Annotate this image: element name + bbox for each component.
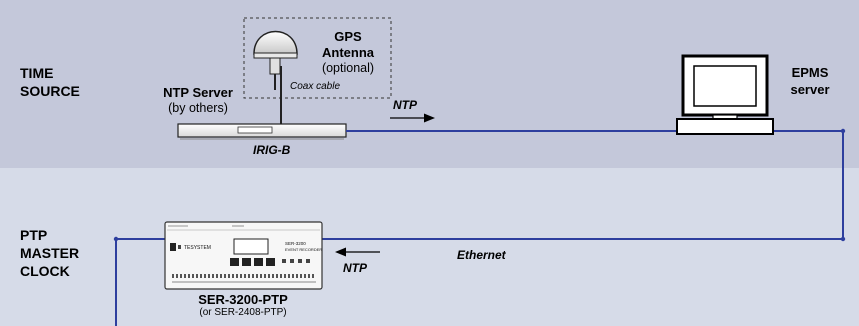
network-junction-dot <box>113 236 119 242</box>
irig-b-label: IRIG-B <box>253 143 291 157</box>
ntp-server-icon <box>177 123 347 140</box>
epms-server-label: EPMS server <box>778 66 842 96</box>
ptp-clock-line-1: PTP <box>20 227 48 243</box>
gps-antenna-icon <box>253 30 298 90</box>
ntp-server-note: (by others) <box>168 101 228 115</box>
epms-computer-icon <box>676 54 774 135</box>
network-junction-dot <box>840 236 846 242</box>
gps-antenna-label: GPS Antenna (optional) <box>308 30 388 75</box>
device-alt-name: (or SER-2408-PTP) <box>199 307 287 318</box>
ntp-server-title: NTP Server <box>163 85 233 100</box>
ethernet-label: Ethernet <box>457 248 506 262</box>
device-brand-text: TESYSTEM <box>184 245 211 251</box>
coax-cable-label: Coax cable <box>290 81 341 92</box>
ser-device-icon: TESYSTEM SER-3200 EVENT RECORDER <box>164 221 323 290</box>
device-model-text: SER-3200 <box>285 241 306 246</box>
ptp-clock-band <box>0 168 859 326</box>
ptp-clock-line-3: CLOCK <box>20 263 70 279</box>
network-junction-dot <box>840 128 846 134</box>
device-label: SER-3200-PTP (or SER-2408-PTP) <box>163 293 323 318</box>
ptp-master-clock-label: PTP MASTER CLOCK <box>20 226 79 280</box>
ntp-server-label: NTP Server (by others) <box>148 86 248 115</box>
terminal-block <box>172 274 316 283</box>
time-source-line-2: SOURCE <box>20 83 80 99</box>
ntp-top-label: NTP <box>393 98 417 112</box>
epms-line-2: server <box>790 82 830 97</box>
ntp-arrow-left-icon <box>335 247 380 257</box>
time-source-line-1: TIME <box>20 65 54 81</box>
gps-title: GPS <box>334 29 362 44</box>
ptp-clock-line-2: MASTER <box>20 245 80 261</box>
time-source-label: TIME SOURCE <box>20 64 80 100</box>
epms-line-1: EPMS <box>791 65 829 80</box>
ntp-arrow-right-icon <box>390 113 435 123</box>
device-model-subtext: EVENT RECORDER <box>285 247 322 252</box>
device-name: SER-3200-PTP <box>198 292 288 307</box>
gps-subtitle: Antenna <box>322 45 374 60</box>
gps-note: (optional) <box>321 61 375 75</box>
gps-antenna-box <box>243 17 392 99</box>
ntp-bottom-label: NTP <box>343 261 367 275</box>
